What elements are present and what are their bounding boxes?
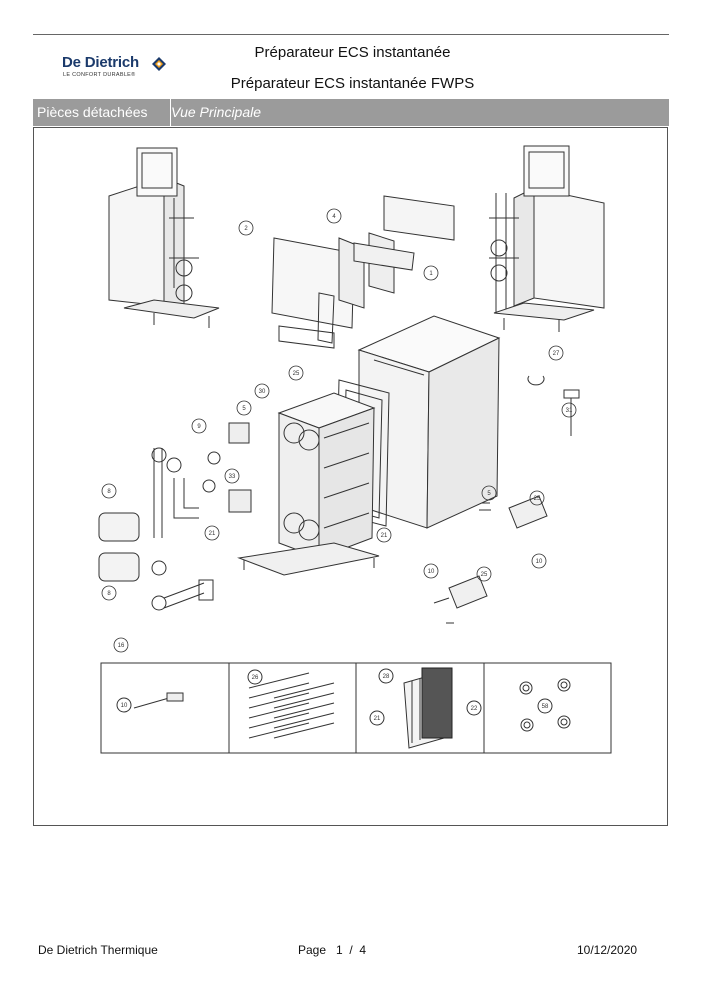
footer-date: 10/12/2020 [577, 943, 638, 957]
callout-5b: 5 [487, 491, 491, 497]
main-casing [357, 315, 501, 529]
section-label: Pièces détachées [33, 99, 171, 126]
footer-page: Page 1 / 4 [298, 943, 367, 957]
callout-10b: 10 [428, 569, 435, 575]
callout-28: 28 [383, 674, 390, 680]
top-rule [33, 34, 669, 35]
document-subtitle: Préparateur ECS instantanée FWPS [230, 75, 475, 92]
callout-16: 16 [118, 643, 125, 649]
detail-plate-exchanger: 28 21 22 [369, 667, 482, 749]
front-cover-parts [271, 195, 455, 349]
detail-nuts: 58 [519, 678, 571, 732]
callout-21a: 21 [209, 531, 216, 537]
callout-4: 4 [332, 214, 336, 220]
callout-31: 31 [566, 408, 573, 414]
view-label: Vue Principale [171, 104, 262, 120]
callout-25b: 25 [534, 496, 541, 502]
exploded-view-drawing: 2 4 1 27 31 30 25 5 9 33 8 21 21 5 25 10… [98, 145, 612, 754]
assembled-unit-right [489, 145, 605, 332]
callout-10c: 10 [121, 703, 128, 709]
brand-name: De Dietrich [62, 54, 139, 71]
callout-25a: 25 [293, 371, 300, 377]
assembled-unit-left [108, 147, 220, 328]
callout-1: 1 [429, 271, 433, 277]
callout-9: 9 [197, 424, 201, 430]
heat-exchanger-assembly [237, 392, 380, 576]
callout-2: 2 [244, 226, 248, 232]
logo-diamond-icon [152, 57, 166, 71]
detail-boxes: 10 26 28 21 22 [100, 662, 612, 754]
callout-5: 5 [242, 406, 246, 412]
callout-27: 27 [553, 351, 560, 357]
pump-pipework-left [98, 422, 252, 611]
detail-sensor: 10 [116, 692, 184, 713]
callout-33: 33 [229, 474, 236, 480]
detail-bolts: 26 [247, 669, 335, 739]
callout-8b: 8 [107, 591, 111, 597]
drawing-frame: 2 4 1 27 31 30 25 5 9 33 8 21 21 5 25 10… [33, 127, 668, 826]
brand-tagline: LE CONFORT DURABLE® [63, 72, 136, 78]
callout-21b: 21 [381, 533, 388, 539]
callout-26: 26 [252, 675, 259, 681]
callout-8a: 8 [107, 489, 111, 495]
callout-30: 30 [259, 389, 266, 395]
right-side-parts [433, 375, 580, 624]
callout-25c: 25 [481, 572, 488, 578]
section-bar: Pièces détachées Vue Principale [33, 99, 669, 126]
document-title: Préparateur ECS instantanée [254, 44, 451, 61]
brand-logo: De Dietrich LE CONFORT DURABLE® [62, 54, 192, 84]
callout-21c: 21 [374, 716, 381, 722]
footer-company: De Dietrich Thermique [38, 943, 158, 957]
callout-22: 22 [471, 706, 478, 712]
callout-markers: 2 4 1 27 31 30 25 5 9 33 8 21 21 5 25 10… [101, 208, 577, 653]
callout-58: 58 [542, 704, 549, 710]
callout-10a: 10 [536, 559, 543, 565]
